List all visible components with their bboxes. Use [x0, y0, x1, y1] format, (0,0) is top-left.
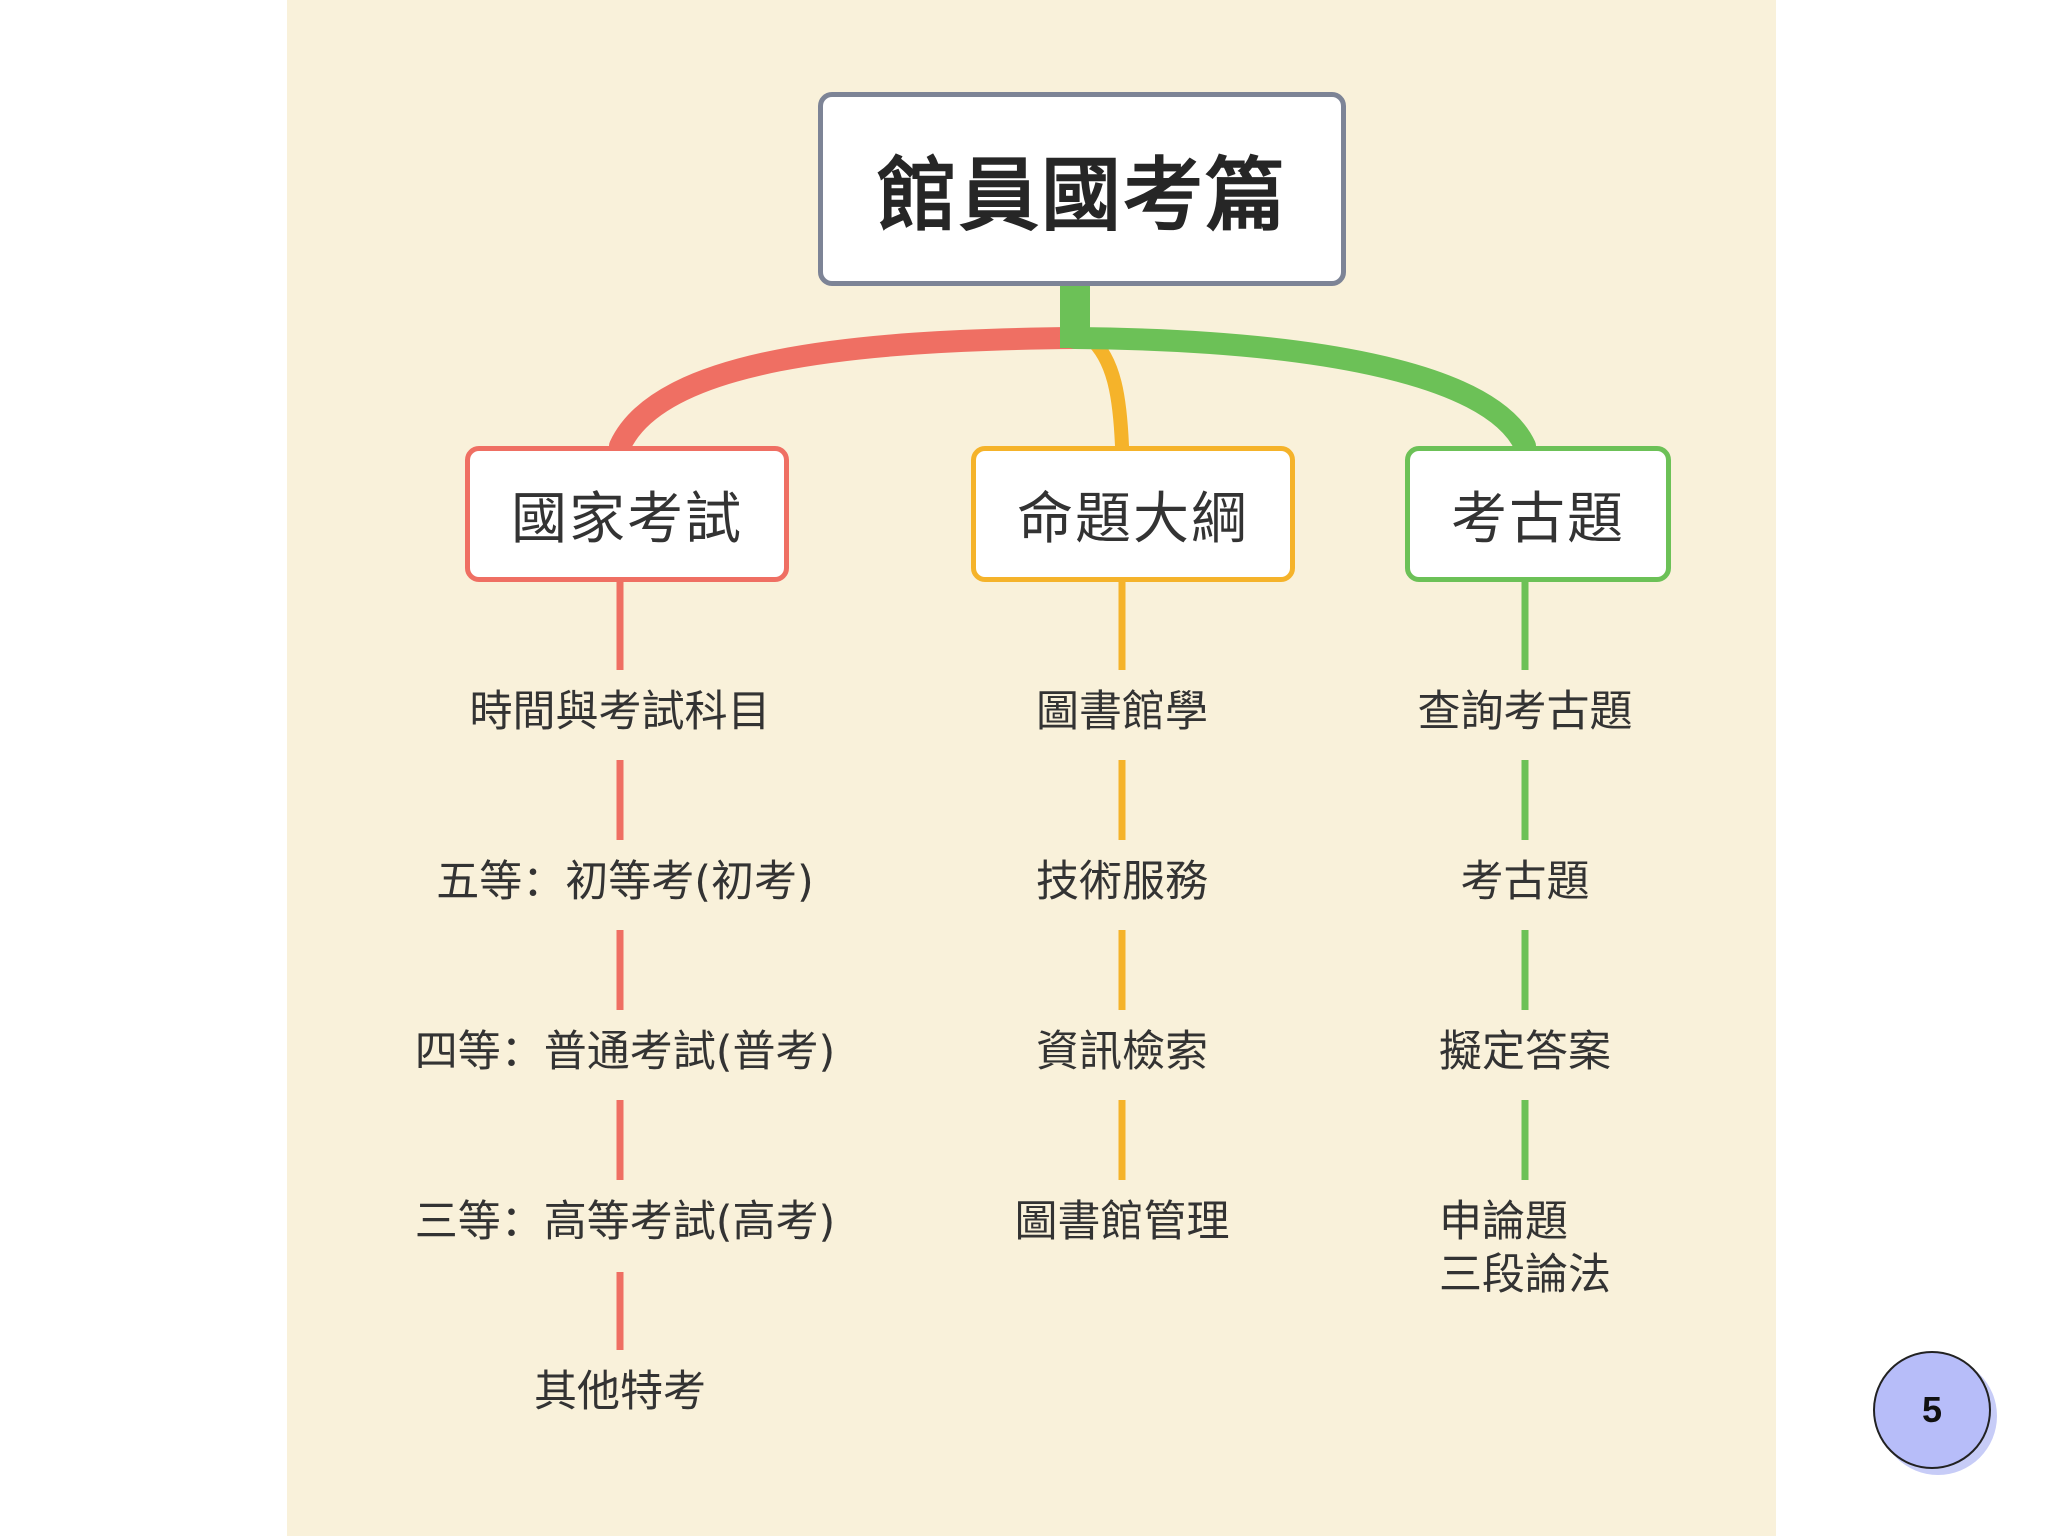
leaf-node[interactable]: 圖書館管理: [1014, 1197, 1230, 1247]
leaf-node[interactable]: 四等：普通考試(普考): [414, 1027, 836, 1077]
leaf-node[interactable]: 五等：初等考(初考): [436, 857, 814, 907]
leaf-line: 申論題: [1439, 1197, 1568, 1247]
leaf-node[interactable]: 資訊檢索: [1036, 1027, 1208, 1077]
leaf-node[interactable]: 時間與考試科目: [469, 687, 771, 737]
root-node[interactable]: 館員國考篇: [818, 92, 1346, 286]
connector-root-branch-1: [1083, 331, 1129, 453]
branch-node-national-exam[interactable]: 國家考試: [465, 446, 789, 582]
leaf-node[interactable]: 查詢考古題: [1417, 687, 1633, 737]
branch-node-exam-outline[interactable]: 命題大綱: [971, 446, 1295, 582]
page-number-badge: 5: [1873, 1351, 1991, 1469]
branch-node-past-exams[interactable]: 考古題: [1405, 446, 1671, 582]
leaf-node[interactable]: 技術服務: [1036, 857, 1208, 907]
connector-root-branch-2: [1064, 327, 1536, 457]
leaf-node[interactable]: 其他特考: [534, 1367, 706, 1417]
leaf-node[interactable]: 考古題: [1460, 857, 1590, 907]
leaf-node-multiline[interactable]: 申論題 三段論法: [1439, 1196, 1611, 1302]
leaf-node[interactable]: 三等：高等考試(高考): [414, 1197, 836, 1247]
leaf-node[interactable]: 圖書館學: [1036, 687, 1208, 737]
connector-root-branch-0: [609, 327, 1086, 457]
leaf-line: 三段論法: [1439, 1250, 1611, 1300]
leaf-node[interactable]: 擬定答案: [1439, 1027, 1611, 1077]
connector-root-stem: [1060, 286, 1090, 348]
